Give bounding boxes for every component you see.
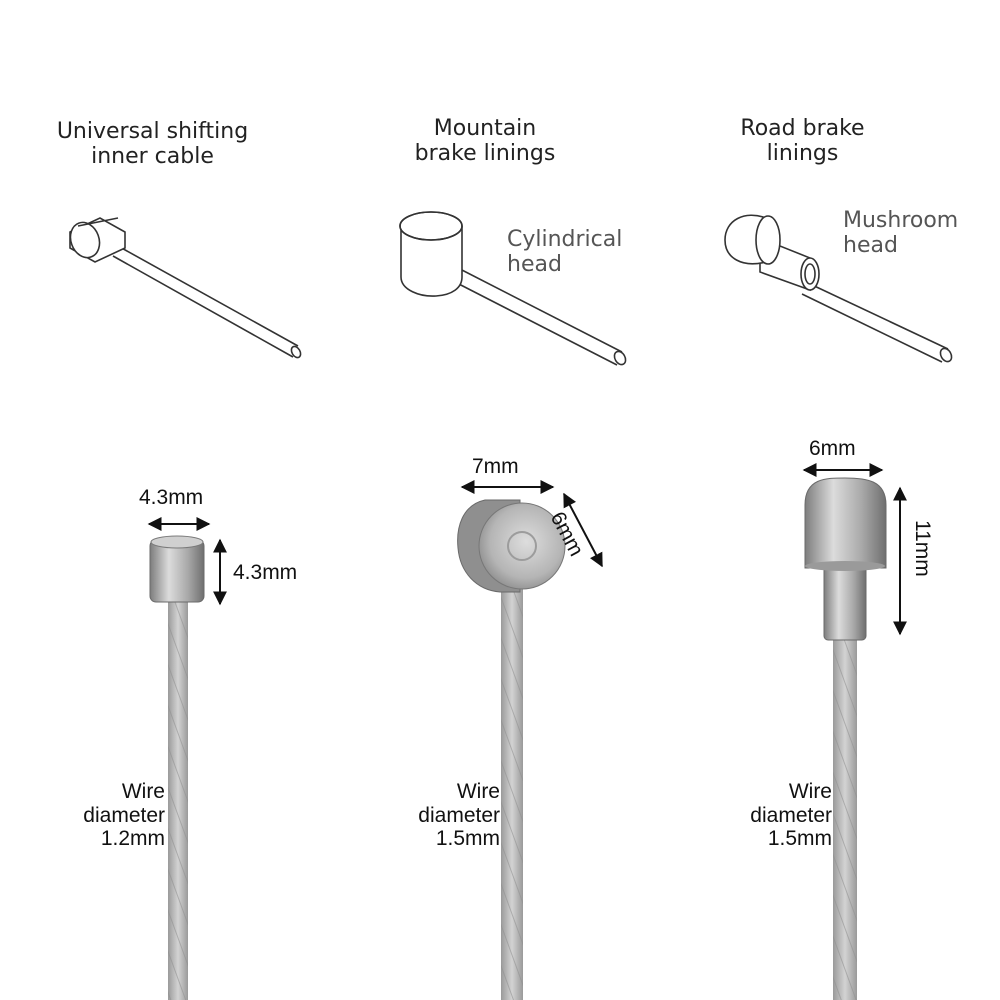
shifting-cable-line-drawing: [69, 217, 302, 359]
dimension-arrows: [147, 463, 907, 636]
dim-shifting-width: 4.3mm: [139, 486, 204, 509]
dim-mountain-width: 7mm: [472, 455, 519, 478]
note-cylindrical-head: Cylindrical head: [507, 227, 623, 277]
road-cable-line-drawing: [724, 214, 953, 363]
column-title-road: Road brake linings: [740, 116, 865, 166]
wire-diameter-road: Wire diameter 1.5mm: [750, 780, 832, 851]
dim-road-height: 11mm: [911, 520, 934, 577]
mountain-cable-line-drawing: [399, 211, 627, 366]
arrow-mountain-height: [563, 492, 603, 568]
shifting-cable-photo: [149, 535, 205, 1000]
column-title-shifting: Universal shifting inner cable: [56, 119, 249, 169]
dim-road-width: 6mm: [809, 437, 856, 460]
road-cable-photo: [804, 477, 887, 1000]
wire-diameter-mountain: Wire diameter 1.5mm: [418, 780, 500, 851]
column-title-mountain: Mountain brake linings: [414, 116, 556, 166]
dim-shifting-height: 4.3mm: [233, 561, 298, 584]
wire-diameter-shifting: Wire diameter 1.2mm: [83, 780, 165, 851]
note-mushroom-head: Mushroom head: [843, 208, 959, 258]
mountain-cable-photo: [457, 499, 566, 1000]
